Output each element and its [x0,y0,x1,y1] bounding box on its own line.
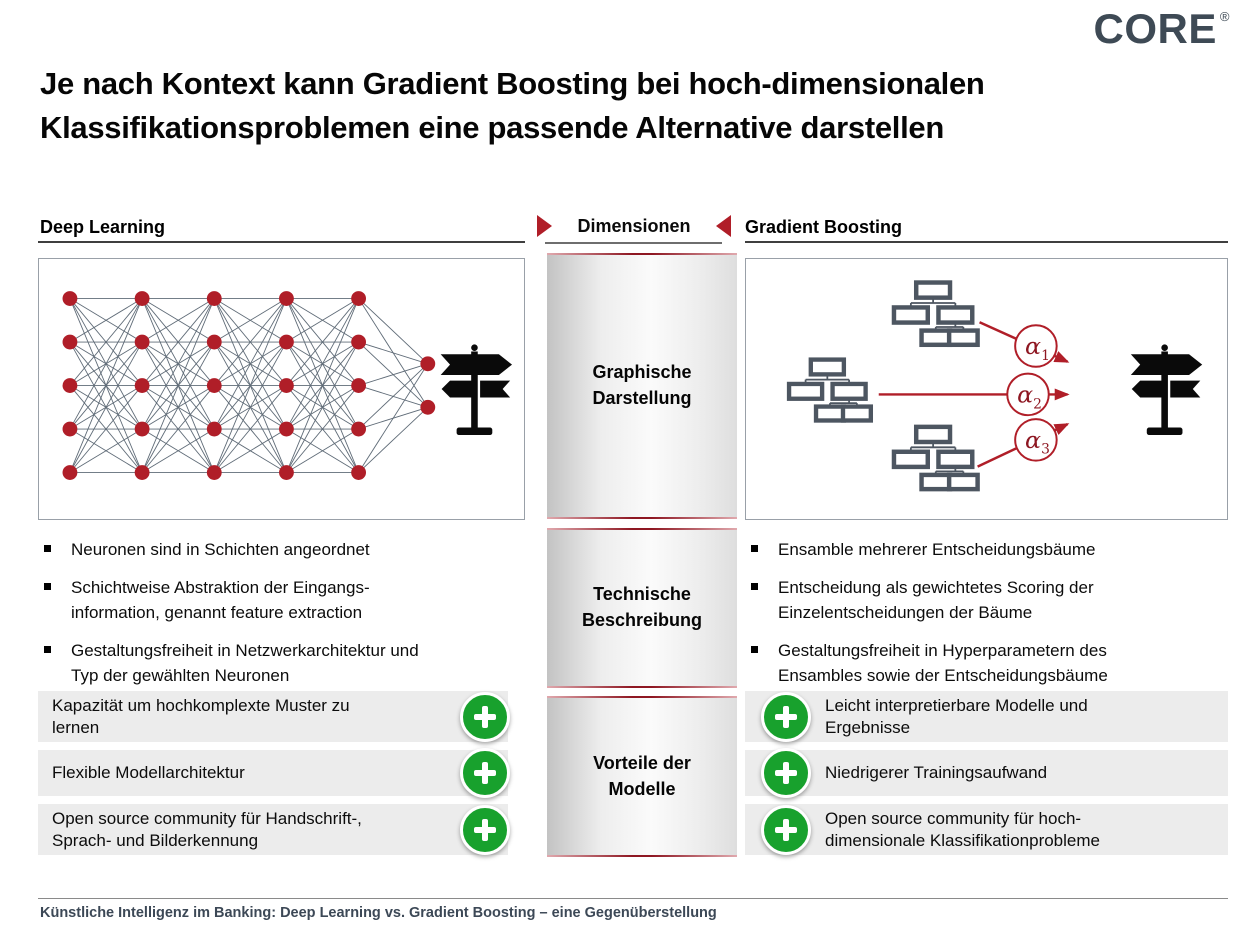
advantage-row: Open source community für Handschrift-, … [38,804,510,855]
neural-network [62,291,436,480]
alpha-label-1: α1 [1025,332,1050,364]
alpha-circle-2 [1006,372,1050,417]
advantage-row: Niedrigerer Trainingsaufwand [745,748,1228,798]
bullet-text: Gestaltungsfreiheit in Netzwerkarchitekt… [71,641,419,685]
dimensionen-label: Dimensionen [577,215,691,236]
advantage-row: Leicht interpretierbare Modelle und Erge… [745,691,1228,742]
neural-network-panel [38,258,525,520]
advantage-text: Open source community für Handschrift-, … [52,808,362,850]
footer-rule [38,898,1228,899]
bullet-text: Entscheidung als gewichtetes Scoring der… [778,578,1094,622]
bullet-square-icon [751,646,758,653]
footer-caption: Künstliche Intelligenz im Banking: Deep … [40,905,717,921]
bullet-item: Ensamble mehrerer Entscheidungsbäume [751,537,1231,562]
bullet-text: Gestaltungsfreiheit in Hyperparametern d… [778,641,1108,685]
alpha-circle-3 [1014,418,1058,462]
deep-learning-bullets: Neuronen sind in Schichten angeordnet Sc… [44,537,524,701]
header-underline-center [545,242,722,244]
header-underline-left [38,241,525,243]
band-section-label: Technische Beschreibung [581,584,703,630]
plus-icon [460,748,510,798]
bullet-square-icon [44,583,51,590]
bullet-text: Neuronen sind in Schichten angeordnet [71,540,370,559]
dimensions-band-section-vorteile-der-modelle: Vorteile der Modelle [547,696,737,857]
bullet-item: Gestaltungsfreiheit in Netzwerkarchitekt… [44,638,524,688]
core-logo: CORE® [1094,8,1230,50]
advantage-text: Leicht interpretierbare Modelle und Erge… [825,695,1088,737]
alpha-label-2: α2 [1017,380,1042,412]
band-section-label: Graphische Darstellung [592,362,692,408]
advantage-row: Flexible Modellarchitektur [38,748,510,798]
dimension-arrow-right-icon [537,215,552,237]
advantage-text: Niedrigerer Trainingsaufwand [825,763,1048,782]
band-section-label: Vorteile der Modelle [593,752,691,799]
bullet-item: Schichtweise Abstraktion der Eingangs- i… [44,575,524,625]
header-underline-right [745,241,1228,243]
bullet-square-icon [751,583,758,590]
neural-network-svg [62,291,513,480]
plus-icon [460,804,510,855]
decision-tree-icon [894,283,978,345]
advantage-text: Open source community für hoch- dimensio… [825,808,1100,850]
plus-icon [460,691,510,742]
decision-tree-icon [789,360,871,421]
bullet-text: Ensamble mehrerer Entscheidungsbäume [778,540,1096,559]
bullet-item: Gestaltungsfreiheit in Hyperparametern d… [751,638,1231,688]
alpha-label-3: α3 [1025,426,1050,458]
dimensions-band-section-graphische-darstellung: Graphische Darstellung [547,253,737,519]
plus-icon [761,748,811,798]
plus-icon [761,691,811,742]
plus-icon [761,804,811,855]
bullet-square-icon [44,545,51,552]
column-header-gradient-boosting: Gradient Boosting [745,217,902,237]
column-header-deep-learning: Deep Learning [40,217,166,237]
bullet-text: Schichtweise Abstraktion der Eingangs- i… [71,578,370,622]
advantage-text: Flexible Modellarchitektur [52,763,245,782]
gradient-boosting-panel: α1 α2 α3 [745,258,1228,520]
dimensions-band-section-technische-beschreibung: Technische Beschreibung [547,528,737,688]
bullet-item: Neuronen sind in Schichten angeordnet [44,537,524,562]
advantage-row: Kapazität um hochkomplexte Muster zu ler… [38,691,510,742]
dimension-arrow-left-icon [716,215,731,237]
gradient-boosting-bullets: Ensamble mehrerer Entscheidungsbäume Ent… [751,537,1231,701]
signpost-icon [440,344,513,436]
alpha-circle-1 [1014,324,1058,368]
decision-tree-icon [894,427,978,489]
gradient-boosting-advantages: Leicht interpretierbare Modelle und Erge… [745,691,1228,855]
advantage-row: Open source community für hoch- dimensio… [745,804,1228,855]
gradient-boosting-svg: α1 α2 α3 [746,259,1203,518]
column-header-dimensionen: Dimensionen [537,215,731,237]
signpost-icon [1130,344,1203,436]
registered-mark: ® [1219,9,1230,24]
bullet-item: Entscheidung als gewichtetes Scoring der… [751,575,1231,625]
bullet-square-icon [44,646,51,653]
core-logo-text: CORE [1093,5,1217,52]
deep-learning-advantages: Kapazität um hochkomplexte Muster zu ler… [38,691,510,855]
slide-title: Je nach Kontext kann Gradient Boosting b… [40,66,985,145]
advantage-text: Kapazität um hochkomplexte Muster zu ler… [52,695,350,737]
bullet-square-icon [751,545,758,552]
